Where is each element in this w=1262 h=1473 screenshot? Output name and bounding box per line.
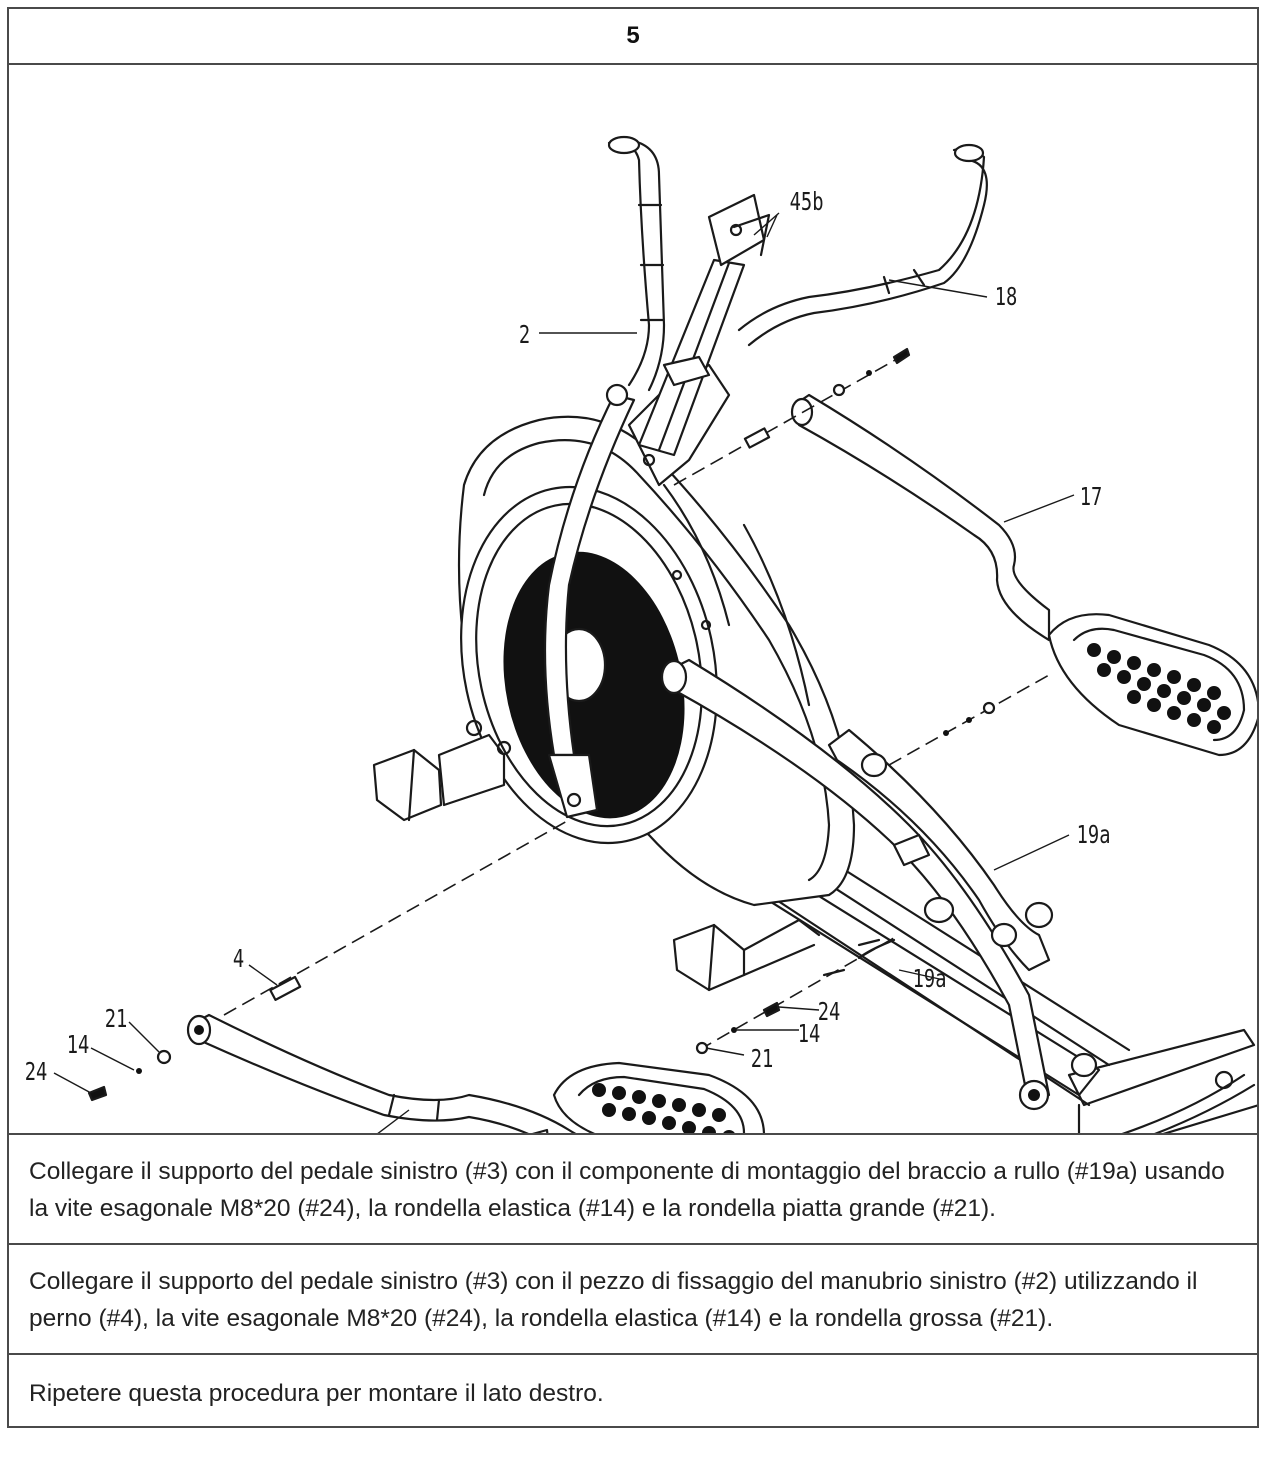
callout-24-left: 24 xyxy=(25,1057,48,1086)
base-frame xyxy=(672,858,1257,1133)
hardware-and-axes xyxy=(87,347,1050,1102)
callout-19a-inner: 19a xyxy=(913,964,947,993)
callout-17: 17 xyxy=(1080,482,1103,511)
callout-45b: 45b xyxy=(790,187,824,216)
step-number: 5 xyxy=(626,22,640,49)
handlebar-right-18 xyxy=(662,143,988,387)
callout-21-left: 21 xyxy=(105,1004,128,1033)
roller-arm-19a xyxy=(660,658,1098,1111)
callout-21-right: 21 xyxy=(751,1044,774,1073)
step-number-header: 5 xyxy=(9,9,1257,65)
callout-2: 2 xyxy=(519,320,530,349)
instruction-2: Collegare il supporto del pedale sinistr… xyxy=(9,1245,1257,1355)
callout-4: 4 xyxy=(233,944,244,973)
pedal-left xyxy=(552,1061,765,1133)
handlebar-left-2 xyxy=(543,135,666,819)
instruction-3: Ripetere questa procedura per montare il… xyxy=(29,1380,604,1407)
console-mast xyxy=(637,193,780,457)
callout-labels: 45b 18 2 17 19a 19a 4 21 14 24 3 24 14 2… xyxy=(25,187,1111,1086)
callout-14-right: 14 xyxy=(798,1019,821,1048)
assembly-step-table: 5 xyxy=(7,7,1259,1428)
pedal-tube-right-17 xyxy=(790,393,1051,642)
exploded-assembly-diagram: 45b 18 2 17 19a 19a 4 21 14 24 3 24 14 2… xyxy=(9,65,1257,1135)
instruction-1: Collegare il supporto del pedale sinistr… xyxy=(9,1135,1257,1245)
callout-14-left: 14 xyxy=(67,1030,90,1059)
callout-18: 18 xyxy=(995,282,1018,311)
callout-leaders xyxy=(53,214,1075,1133)
elliptical-trainer-drawing: 45b 18 2 17 19a 19a 4 21 14 24 3 24 14 2… xyxy=(25,135,1257,1133)
pedal-tube-left-3 xyxy=(186,1013,577,1133)
pedal-right xyxy=(1047,613,1257,757)
callout-24-right: 24 xyxy=(818,997,841,1026)
callout-19a-right: 19a xyxy=(1077,820,1111,849)
